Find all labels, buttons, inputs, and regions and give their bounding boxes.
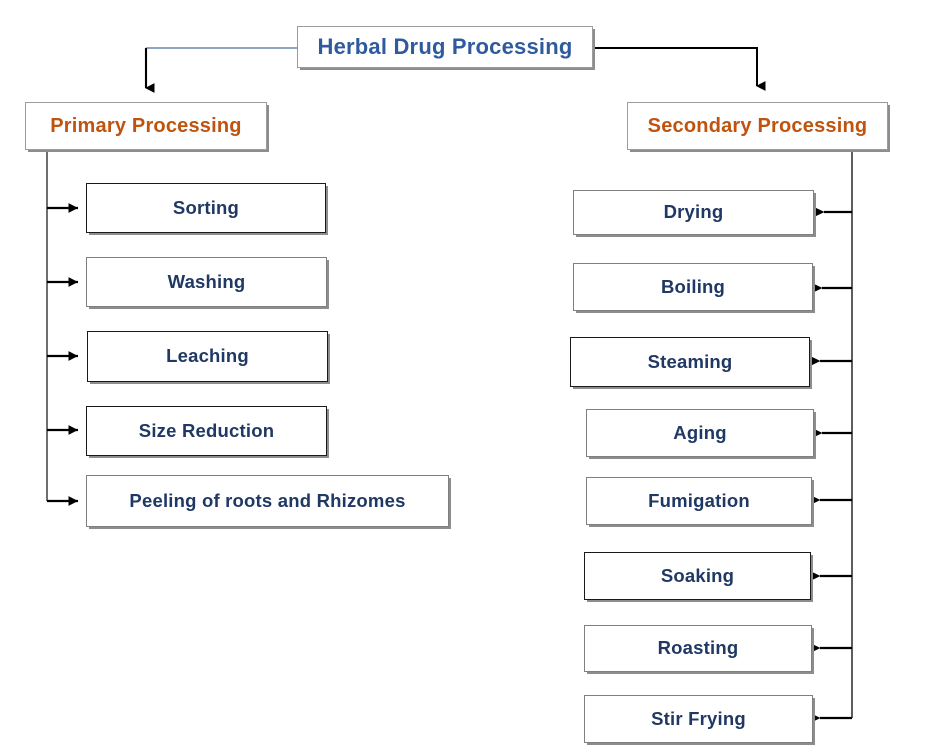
step-node-roasting[interactable]: Roasting — [584, 625, 812, 672]
step-node-peeling-of-roots-and-rhizomes[interactable]: Peeling of roots and Rhizomes — [86, 475, 449, 527]
step-node-aging[interactable]: Aging — [586, 409, 814, 457]
step-node-soaking[interactable]: Soaking — [584, 552, 811, 600]
step-node-washing[interactable]: Washing — [86, 257, 327, 307]
step-node-boiling[interactable]: Boiling — [573, 263, 813, 311]
root-node-herbal-drug-processing[interactable]: Herbal Drug Processing — [297, 26, 593, 68]
step-node-sorting[interactable]: Sorting — [86, 183, 326, 233]
step-node-stir-frying[interactable]: Stir Frying — [584, 695, 813, 743]
step-node-fumigation[interactable]: Fumigation — [586, 477, 812, 525]
category-node-secondary-processing[interactable]: Secondary Processing — [627, 102, 888, 150]
step-node-steaming[interactable]: Steaming — [570, 337, 810, 387]
category-node-primary-processing[interactable]: Primary Processing — [25, 102, 267, 150]
step-node-leaching[interactable]: Leaching — [87, 331, 328, 382]
edge-root-to-secondary — [595, 47, 766, 91]
step-node-size-reduction[interactable]: Size Reduction — [86, 406, 327, 456]
step-node-drying[interactable]: Drying — [573, 190, 814, 235]
